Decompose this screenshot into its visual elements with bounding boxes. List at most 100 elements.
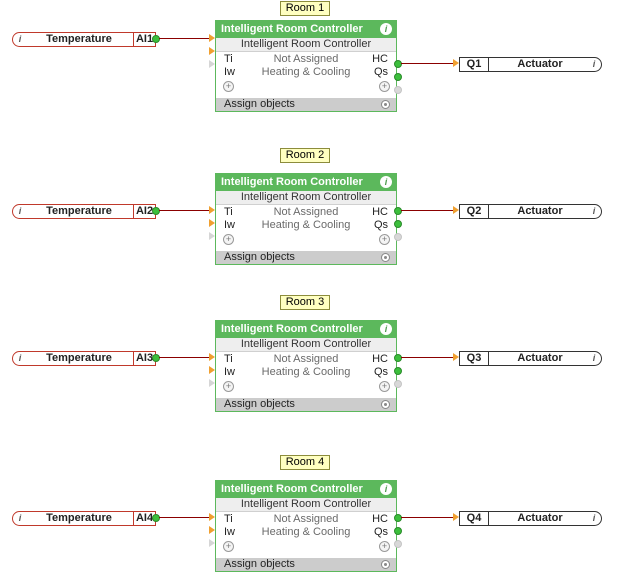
connection-wire[interactable] — [401, 357, 453, 358]
connection-wire[interactable] — [159, 210, 209, 211]
add-output-icon[interactable]: + — [379, 381, 390, 392]
connection-wire[interactable] — [159, 357, 209, 358]
input-port-ti[interactable] — [209, 34, 215, 42]
assign-objects-bar[interactable]: Assign objects — [216, 558, 396, 571]
output-port-qs[interactable] — [394, 527, 402, 535]
output-port-dot[interactable] — [152, 35, 160, 43]
connection-wire[interactable] — [159, 38, 209, 39]
intelligent-room-controller-block[interactable]: Intelligent Room Controller i Intelligen… — [215, 480, 397, 572]
output-port-dot[interactable] — [152, 514, 160, 522]
actuator-input-port[interactable] — [453, 353, 459, 361]
info-icon[interactable]: i — [380, 23, 392, 35]
settings-icon[interactable] — [381, 560, 390, 569]
temperature-input-block[interactable]: i Temperature AI4 — [12, 511, 156, 526]
input-port-empty[interactable] — [209, 379, 215, 387]
input-port-ti[interactable] — [209, 513, 215, 521]
intelligent-room-controller-block[interactable]: Intelligent Room Controller i Intelligen… — [215, 20, 397, 112]
info-icon[interactable]: i — [18, 206, 22, 216]
connection-wire[interactable] — [401, 63, 453, 64]
actuator-input-port[interactable] — [453, 59, 459, 67]
input-port-ti[interactable] — [209, 353, 215, 361]
controller-header[interactable]: Intelligent Room Controller i — [216, 21, 396, 38]
add-output-icon[interactable]: + — [379, 234, 390, 245]
room-label[interactable]: Room 1 — [280, 1, 330, 16]
info-icon[interactable]: i — [380, 323, 392, 335]
output-port-empty[interactable] — [394, 540, 402, 548]
input-port-ti[interactable] — [209, 206, 215, 214]
add-input-icon[interactable]: + — [223, 381, 234, 392]
output-port-dot[interactable] — [152, 207, 160, 215]
input-port-iw[interactable] — [209, 47, 215, 55]
add-input-icon[interactable]: + — [223, 541, 234, 552]
info-icon[interactable]: i — [592, 353, 596, 363]
output-port-hc[interactable] — [394, 207, 402, 215]
room-label[interactable]: Room 2 — [280, 148, 330, 163]
info-icon[interactable]: i — [592, 513, 596, 523]
controller-header[interactable]: Intelligent Room Controller i — [216, 481, 396, 498]
output-port-empty[interactable] — [394, 86, 402, 94]
settings-icon[interactable] — [381, 100, 390, 109]
row-value[interactable]: Not Assigned — [273, 206, 339, 218]
output-port-dot[interactable] — [152, 354, 160, 362]
controller-header[interactable]: Intelligent Room Controller i — [216, 174, 396, 191]
output-port-hc[interactable] — [394, 514, 402, 522]
output-port-hc[interactable] — [394, 354, 402, 362]
info-icon[interactable]: i — [18, 34, 22, 44]
input-port-iw[interactable] — [209, 219, 215, 227]
settings-icon[interactable] — [381, 400, 390, 409]
input-port-empty[interactable] — [209, 232, 215, 240]
room-label[interactable]: Room 3 — [280, 295, 330, 310]
input-name: Temperature — [46, 512, 112, 524]
row-value[interactable]: Heating & Cooling — [261, 66, 351, 78]
temperature-input-block[interactable]: i Temperature AI3 — [12, 351, 156, 366]
row-value[interactable]: Not Assigned — [273, 53, 339, 65]
connection-wire[interactable] — [401, 210, 453, 211]
controller-header[interactable]: Intelligent Room Controller i — [216, 321, 396, 338]
connection-wire[interactable] — [159, 517, 209, 518]
output-name: Actuator — [517, 352, 563, 364]
row-value[interactable]: Not Assigned — [273, 513, 339, 525]
output-port-qs[interactable] — [394, 73, 402, 81]
intelligent-room-controller-block[interactable]: Intelligent Room Controller i Intelligen… — [215, 320, 397, 412]
row-value[interactable]: Heating & Cooling — [261, 526, 351, 538]
output-port-qs[interactable] — [394, 220, 402, 228]
controller-row: Iw Heating & Cooling Qs — [216, 219, 396, 232]
info-icon[interactable]: i — [18, 513, 22, 523]
assign-objects-bar[interactable]: Assign objects — [216, 98, 396, 111]
output-port-empty[interactable] — [394, 233, 402, 241]
add-input-icon[interactable]: + — [223, 234, 234, 245]
add-output-icon[interactable]: + — [379, 81, 390, 92]
actuator-input-port[interactable] — [453, 206, 459, 214]
actuator-output-block[interactable]: Q4 Actuator i — [459, 511, 602, 526]
temperature-input-block[interactable]: i Temperature AI1 — [12, 32, 156, 47]
info-icon[interactable]: i — [592, 206, 596, 216]
info-icon[interactable]: i — [380, 483, 392, 495]
output-port-empty[interactable] — [394, 380, 402, 388]
input-port-iw[interactable] — [209, 366, 215, 374]
output-name: Actuator — [517, 512, 563, 524]
info-icon[interactable]: i — [592, 59, 596, 69]
row-value[interactable]: Heating & Cooling — [261, 366, 351, 378]
room-label[interactable]: Room 4 — [280, 455, 330, 470]
assign-objects-bar[interactable]: Assign objects — [216, 251, 396, 264]
actuator-input-port[interactable] — [453, 513, 459, 521]
input-port-iw[interactable] — [209, 526, 215, 534]
connection-wire[interactable] — [401, 517, 453, 518]
temperature-input-block[interactable]: i Temperature AI2 — [12, 204, 156, 219]
add-output-icon[interactable]: + — [379, 541, 390, 552]
actuator-output-block[interactable]: Q1 Actuator i — [459, 57, 602, 72]
row-value[interactable]: Not Assigned — [273, 353, 339, 365]
assign-objects-bar[interactable]: Assign objects — [216, 398, 396, 411]
info-icon[interactable]: i — [380, 176, 392, 188]
output-port-hc[interactable] — [394, 60, 402, 68]
row-value[interactable]: Heating & Cooling — [261, 219, 351, 231]
intelligent-room-controller-block[interactable]: Intelligent Room Controller i Intelligen… — [215, 173, 397, 265]
input-port-empty[interactable] — [209, 60, 215, 68]
info-icon[interactable]: i — [18, 353, 22, 363]
actuator-output-block[interactable]: Q2 Actuator i — [459, 204, 602, 219]
input-port-empty[interactable] — [209, 539, 215, 547]
add-input-icon[interactable]: + — [223, 81, 234, 92]
output-port-qs[interactable] — [394, 367, 402, 375]
settings-icon[interactable] — [381, 253, 390, 262]
actuator-output-block[interactable]: Q3 Actuator i — [459, 351, 602, 366]
